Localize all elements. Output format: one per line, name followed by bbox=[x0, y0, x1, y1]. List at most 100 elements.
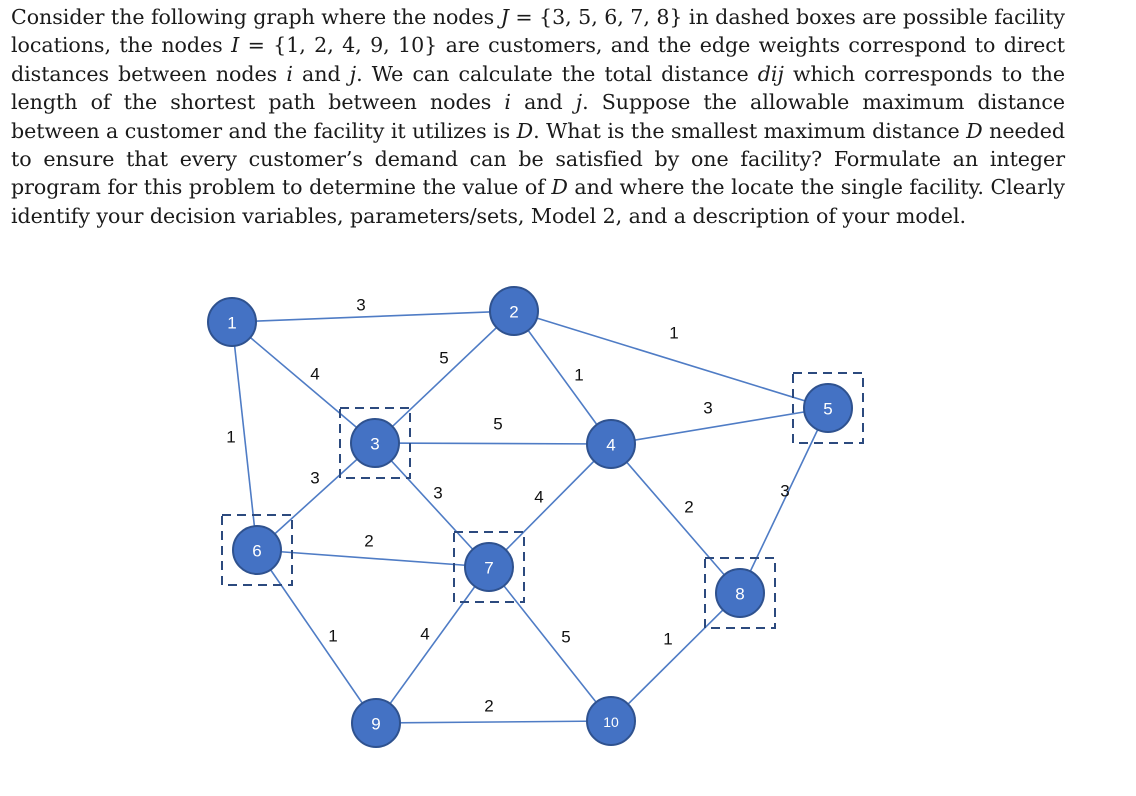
edge-weight-4-5: 3 bbox=[703, 399, 712, 418]
node-5: 5 bbox=[803, 383, 853, 433]
node-6: 6 bbox=[232, 525, 282, 575]
edge-4-5 bbox=[610, 407, 829, 445]
edge-4-8 bbox=[610, 443, 741, 594]
edge-weight-9-10: 2 bbox=[484, 697, 493, 716]
math-variable: dij bbox=[757, 61, 784, 86]
math-variable: J bbox=[500, 5, 509, 29]
node-label-3: 3 bbox=[370, 435, 379, 454]
edge-6-9 bbox=[256, 549, 377, 724]
node-circle-2 bbox=[489, 286, 539, 336]
edge-weight-7-10: 5 bbox=[561, 628, 570, 647]
edge-8-10 bbox=[610, 592, 741, 722]
node-circle-9 bbox=[351, 698, 401, 748]
edge-7-10 bbox=[488, 566, 612, 722]
edge-weight-1-3: 4 bbox=[310, 365, 319, 384]
edge-2-3 bbox=[374, 310, 515, 444]
edge-weight-8-10: 1 bbox=[663, 630, 672, 649]
math-variable: D bbox=[516, 118, 534, 143]
node-label-2: 2 bbox=[509, 303, 518, 322]
node-8: 8 bbox=[715, 568, 765, 618]
facility-boxes-layer bbox=[221, 372, 864, 629]
math-variable: I bbox=[231, 33, 240, 58]
statement-text: = {1, 2, 4, 9, 10} are customers, and th… bbox=[11, 33, 1065, 86]
node-label-4: 4 bbox=[606, 436, 615, 455]
edge-7-9 bbox=[375, 566, 490, 724]
edge-weight-4-7: 4 bbox=[534, 488, 543, 507]
facility-box-5 bbox=[792, 372, 864, 444]
node-circle-3 bbox=[350, 418, 400, 468]
node-circle-8 bbox=[715, 568, 765, 618]
node-1: 1 bbox=[207, 297, 257, 347]
edge-weight-4-8: 2 bbox=[684, 498, 693, 517]
facility-box-6 bbox=[221, 514, 293, 586]
statement-text: and bbox=[510, 90, 576, 115]
statement-text: which corresponds to the length of the s… bbox=[11, 61, 1065, 115]
edge-weight-3-7: 3 bbox=[433, 484, 442, 503]
statement-text: and where the locate the single facility… bbox=[11, 175, 1065, 228]
facility-box-8 bbox=[704, 557, 776, 629]
edge-weight-2-4: 1 bbox=[574, 366, 583, 385]
statement-text: Consider the following graph where the n… bbox=[11, 5, 501, 29]
node-3: 3 bbox=[350, 418, 400, 468]
edge-weight-2-3: 5 bbox=[439, 349, 448, 368]
edge-5-8 bbox=[739, 407, 829, 594]
edge-4-7 bbox=[488, 443, 612, 568]
statement-text: . We can calculate the total distance bbox=[356, 61, 758, 86]
edge-weight-6-7: 2 bbox=[364, 532, 373, 551]
edge-weight-2-5: 1 bbox=[669, 324, 678, 343]
node-2: 2 bbox=[489, 286, 539, 336]
math-variable: i bbox=[286, 61, 293, 86]
edge-6-7 bbox=[256, 549, 490, 568]
edge-weight-5-8: 3 bbox=[780, 482, 789, 501]
statement-text: needed to ensure that every customer’s d… bbox=[11, 118, 1065, 200]
edge-weight-6-9: 1 bbox=[328, 627, 337, 646]
edge-1-6 bbox=[231, 321, 258, 551]
node-9: 9 bbox=[351, 698, 401, 748]
statement-text: = {3, 5, 6, 7, 8} in dashed boxes are po… bbox=[11, 5, 1065, 58]
edge-1-2 bbox=[231, 310, 515, 323]
node-label-6: 6 bbox=[252, 542, 261, 561]
math-variable: D bbox=[551, 175, 568, 200]
statement-text: . What is the smallest maximum distance bbox=[533, 118, 967, 143]
edge-weight-1-2: 3 bbox=[356, 296, 365, 315]
node-4: 4 bbox=[586, 419, 636, 469]
statement-text: and bbox=[292, 61, 350, 86]
node-circle-7 bbox=[464, 542, 514, 592]
nodes-layer: 1 2 3 4 5 6 7 8 9 10 bbox=[207, 286, 853, 748]
math-variable: D bbox=[966, 118, 983, 143]
node-circle-6 bbox=[232, 525, 282, 575]
problem-statement: Consider the following graph where the n… bbox=[11, 3, 1065, 230]
edge-3-6 bbox=[256, 442, 376, 551]
edges-layer bbox=[231, 310, 829, 724]
node-label-9: 9 bbox=[371, 715, 380, 734]
node-label-1: 1 bbox=[227, 314, 236, 333]
node-circle-5 bbox=[803, 383, 853, 433]
statement-text: . Suppose the allowable maximum distance… bbox=[11, 90, 1065, 143]
node-label-5: 5 bbox=[823, 400, 832, 419]
math-variable: j bbox=[575, 90, 583, 115]
node-circle-10 bbox=[586, 696, 636, 746]
edge-3-4 bbox=[374, 442, 612, 445]
node-10: 10 bbox=[586, 696, 636, 746]
node-label-10: 10 bbox=[603, 714, 619, 730]
edge-1-3 bbox=[231, 321, 376, 444]
edge-weight-7-9: 4 bbox=[420, 625, 429, 644]
facility-box-7 bbox=[453, 531, 525, 603]
edge-2-5 bbox=[513, 310, 829, 409]
edge-2-4 bbox=[513, 310, 612, 445]
edge-3-7 bbox=[374, 442, 490, 568]
math-variable: i bbox=[504, 90, 511, 115]
edge-weight-3-4: 5 bbox=[493, 415, 502, 434]
edge-weight-1-6: 1 bbox=[226, 428, 235, 447]
node-circle-4 bbox=[586, 419, 636, 469]
edge-weights-layer: 3 4 1 5 1 1 5 3 3 3 4 2 3 2 1 4 5 2 1 bbox=[226, 296, 789, 716]
node-7: 7 bbox=[464, 542, 514, 592]
node-label-7: 7 bbox=[484, 559, 493, 578]
edge-9-10 bbox=[375, 720, 612, 724]
node-label-8: 8 bbox=[735, 585, 744, 604]
edge-weight-3-6: 3 bbox=[310, 469, 319, 488]
math-variable: j bbox=[349, 61, 357, 86]
node-circle-1 bbox=[207, 297, 257, 347]
facility-box-3 bbox=[339, 407, 411, 479]
